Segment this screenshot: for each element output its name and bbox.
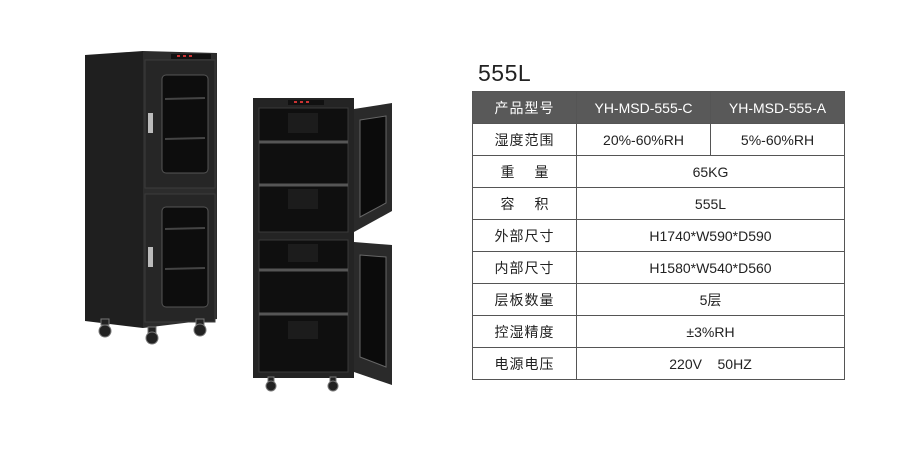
internal-size-value: H1580*W540*D560 <box>576 251 845 284</box>
row-label: 控湿精度 <box>472 315 577 348</box>
model-title: 555L <box>478 60 532 86</box>
table-header-row: 产品型号 YH-MSD-555-C YH-MSD-555-A <box>472 91 845 124</box>
row-label: 外部尺寸 <box>472 219 577 252</box>
table-row: 内部尺寸 H1580*W540*D560 <box>472 251 845 284</box>
open-cabinet-image <box>253 98 392 392</box>
header-label: 产品型号 <box>472 91 577 124</box>
row-label: 重量 <box>472 155 577 188</box>
volume-value: 555L <box>576 187 845 220</box>
humidity-range-a: 5%-60%RH <box>710 123 845 156</box>
table-row: 电源电压 220V 50HZ <box>472 347 845 380</box>
spec-table: 产品型号 YH-MSD-555-C YH-MSD-555-A 湿度范围 20%-… <box>472 91 845 380</box>
model-a-header: YH-MSD-555-A <box>710 91 845 124</box>
row-label: 电源电压 <box>472 347 577 380</box>
table-row: 容积 555L <box>472 187 845 220</box>
power-value: 220V 50HZ <box>576 347 845 380</box>
external-size-value: H1740*W590*D590 <box>576 219 845 252</box>
humidity-range-c: 20%-60%RH <box>576 123 711 156</box>
shelf-count-value: 5层 <box>576 283 845 316</box>
model-c-header: YH-MSD-555-C <box>576 91 711 124</box>
table-row: 重量 65KG <box>472 155 845 188</box>
row-label: 内部尺寸 <box>472 251 577 284</box>
table-row: 层板数量 5层 <box>472 283 845 316</box>
accuracy-value: ±3%RH <box>576 315 845 348</box>
row-label: 层板数量 <box>472 283 577 316</box>
table-row: 外部尺寸 H1740*W590*D590 <box>472 219 845 252</box>
weight-value: 65KG <box>576 155 845 188</box>
row-label: 湿度范围 <box>472 123 577 156</box>
table-row: 湿度范围 20%-60%RH 5%-60%RH <box>472 123 845 156</box>
closed-cabinet-image <box>85 51 217 345</box>
row-label: 容积 <box>472 187 577 220</box>
table-row: 控湿精度 ±3%RH <box>472 315 845 348</box>
